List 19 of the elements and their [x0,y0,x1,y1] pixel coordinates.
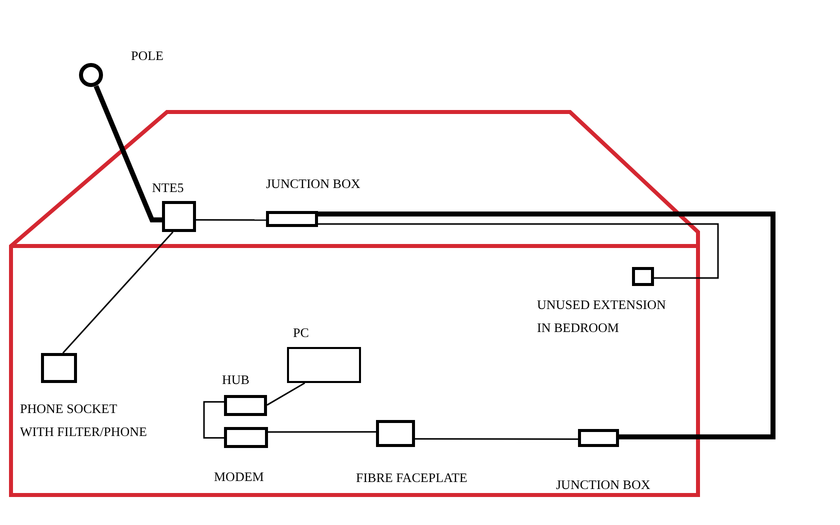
cable-line [203,401,224,439]
cable-line [415,438,578,440]
cable-line [318,212,776,440]
device-label: POLE [131,48,164,63]
device-label: MODEM [214,469,264,484]
cable-line [268,431,376,433]
device-label: JUNCTION BOX [556,477,650,492]
cable-line [94,85,162,222]
device-label: HUB [222,372,250,387]
device-label: UNUSED EXTENSION IN BEDROOM [537,296,667,337]
device-label: PC [293,325,309,340]
cable-line [318,223,719,279]
device-label: JUNCTION BOX [266,176,360,191]
cable-line [62,232,174,354]
cable-line [266,382,306,406]
device-label: NTE5 [152,180,184,195]
device-label: FIBRE FACEPLATE [356,470,468,485]
device-label: PHONE SOCKET WITH FILTER/PHONE [20,400,148,441]
cable-line [196,219,266,221]
